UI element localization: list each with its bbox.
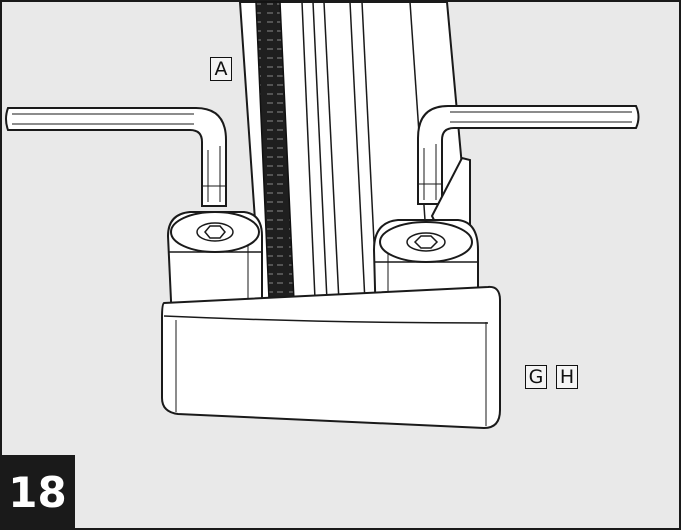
part-label-h: H <box>556 365 578 389</box>
part-label-g: G <box>525 365 547 389</box>
bolt-head-left-icon <box>170 211 260 253</box>
bolt-head-right-icon <box>379 221 473 263</box>
rail-end-cap <box>161 285 501 430</box>
hex-key-left <box>5 107 227 207</box>
hex-key-right <box>417 105 640 205</box>
step-number-badge: 18 <box>0 455 75 530</box>
part-label-a: A <box>210 57 232 81</box>
